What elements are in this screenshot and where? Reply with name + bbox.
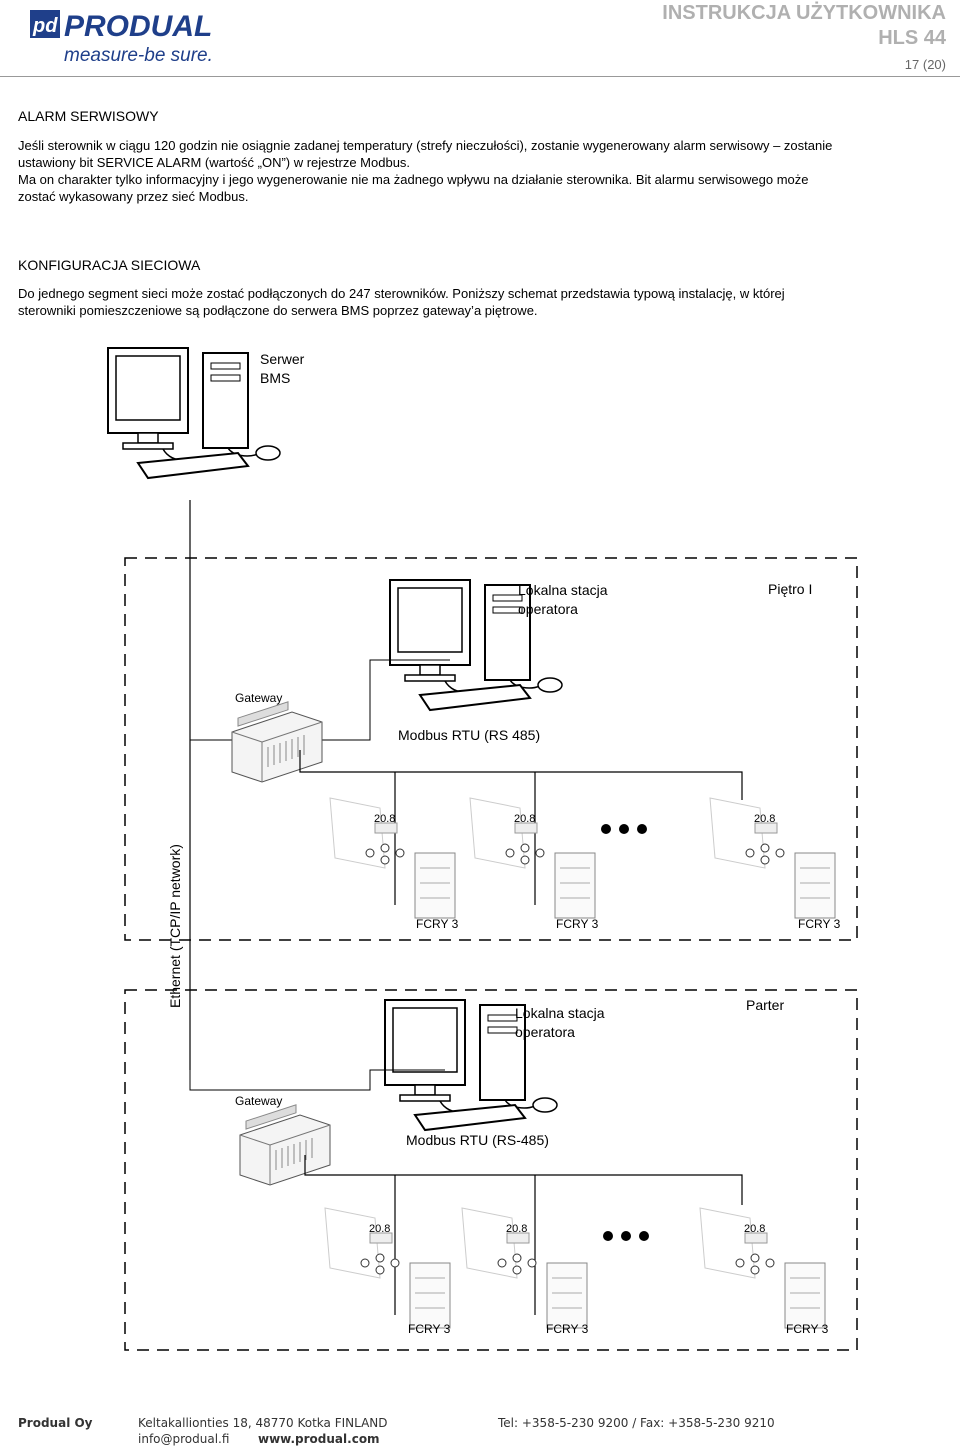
section-title-network: KONFIGURACJA SIECIOWA (18, 257, 201, 273)
floor0-display-2: 20.8 (506, 1223, 527, 1235)
floor1-display-1: 20.8 (374, 813, 395, 825)
section-title-alarm: ALARM SERWISOWY (18, 108, 159, 124)
footer-email[interactable]: info@produal.fi (138, 1432, 230, 1446)
floor0-station-line1: Lokalna stacja (515, 1005, 605, 1021)
server-computer-icon (107, 347, 281, 479)
logo-tagline: measure-be sure. (64, 45, 213, 66)
alarm-p2-line1: Ma on charakter tylko informacyjny i jeg… (18, 172, 809, 187)
floor0-frame (124, 989, 858, 1351)
logo-brand: PRODUAL (64, 10, 212, 43)
floor1-device-1-label: FCRY 3 (416, 917, 459, 931)
header-divider (0, 76, 960, 77)
server-label-line2: BMS (260, 370, 290, 386)
footer-website-link[interactable]: www.produal.com (258, 1432, 380, 1446)
produal-logo: pd PRODUAL measure-be sure. (30, 10, 213, 66)
floor0-bus-label: Modbus RTU (RS-485) (406, 1132, 549, 1148)
floor1-station-line2: operatora (518, 601, 578, 617)
floor1-bus-label: Modbus RTU (RS 485) (398, 727, 540, 743)
floor0-gateway-icon (239, 1104, 331, 1186)
floor0-device-3-label: FCRY 3 (786, 1322, 829, 1336)
floor0-label: Parter (746, 997, 784, 1013)
floor1-station-icon (389, 579, 563, 711)
network-p1-line2: sterowniki pomieszczeniowe są podłączone… (18, 303, 538, 318)
model-name: HLS 44 (878, 27, 946, 49)
floor0-device-2-label: FCRY 3 (546, 1322, 589, 1336)
more-devices-dot (603, 1231, 613, 1241)
floor1-frame (124, 557, 858, 941)
alarm-p1-line2: ustawiony bit SERVICE ALARM (wartość „ON… (18, 155, 411, 170)
logo-mark-text: pd (32, 15, 58, 37)
floor0-display-1: 20.8 (369, 1223, 390, 1235)
network-diagram: Serwer BMS Ethernet (TCP/IP network) Pię… (107, 347, 858, 1351)
network-paragraph: Do jednego segment sieci może zostać pod… (18, 285, 948, 319)
footer-address: Keltakallionties 18, 48770 Kotka FINLAND (138, 1416, 388, 1430)
floor1-display-2: 20.8 (514, 813, 535, 825)
floor1-station-line1: Lokalna stacja (518, 582, 608, 598)
alarm-p1-line1: Jeśli sterownik w ciągu 120 godzin nie o… (18, 138, 833, 153)
document-title: INSTRUKCJA UŻYTKOWNIKA (662, 2, 946, 24)
network-p1-line1: Do jednego segment sieci może zostać pod… (18, 286, 785, 301)
logo-mark (30, 10, 60, 38)
floor0-display-3: 20.8 (744, 1223, 765, 1235)
more-devices-dot (639, 1231, 649, 1241)
more-devices-dot (619, 824, 629, 834)
page-number: 17 (20) (904, 57, 946, 72)
floor1-gateway-icon (231, 701, 323, 783)
floor0-gateway-label: Gateway (235, 1094, 282, 1108)
alarm-p2-line2: zostać wykasowany przez sieć Modbus. (18, 189, 249, 204)
footer-phone: Tel: +358-5-230 9200 / Fax: +358-5-230 9… (498, 1416, 775, 1430)
more-devices-dot (601, 824, 611, 834)
floor1-gateway-label: Gateway (235, 691, 282, 705)
floor0-device-1-label: FCRY 3 (408, 1322, 451, 1336)
floor1-label: Piętro I (768, 581, 812, 597)
server-label-line1: Serwer (260, 351, 305, 367)
more-devices-dot (621, 1231, 631, 1241)
ethernet-label: Ethernet (TCP/IP network) (167, 844, 183, 1008)
floor1-display-3: 20.8 (754, 813, 775, 825)
alarm-paragraph-1: Jeśli sterownik w ciągu 120 godzin nie o… (18, 137, 948, 205)
floor0-station-line2: operatora (515, 1024, 575, 1040)
more-devices-dot (637, 824, 647, 834)
floor1-device-3-label: FCRY 3 (798, 917, 841, 931)
floor1-device-2-label: FCRY 3 (556, 917, 599, 931)
footer-company: Produal Oy (18, 1416, 93, 1430)
